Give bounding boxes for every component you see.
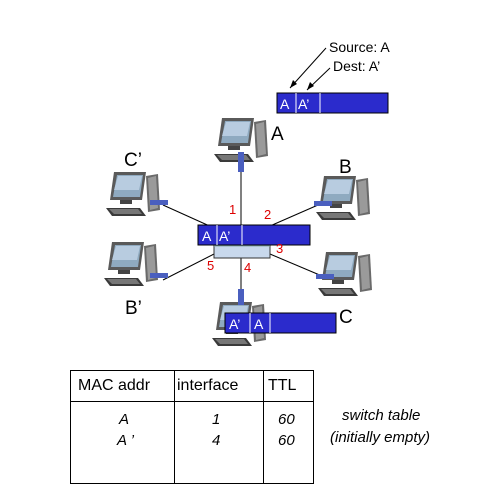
- link-c: [269, 253, 323, 277]
- host-label-a: A: [271, 124, 284, 145]
- dest-arrowhead: [307, 82, 314, 90]
- frame-bottom: [224, 312, 337, 334]
- caption-line1: switch table: [342, 407, 421, 424]
- computer-bprime-icon: [104, 242, 158, 286]
- link-bprime: [162, 253, 215, 281]
- port-label-4: 4: [244, 260, 251, 275]
- source-arrowhead: [290, 80, 297, 88]
- port-label-5: 5: [207, 258, 214, 273]
- link-cprime: [162, 204, 215, 229]
- computer-cprime-icon: [106, 172, 160, 216]
- frame-bottom-dst: A’: [229, 316, 240, 332]
- port-label-1: 1: [229, 202, 236, 217]
- frame-switch: [197, 224, 311, 246]
- frame-top-src: A: [280, 96, 290, 112]
- row2-ttl: 60: [278, 432, 295, 449]
- header-mac: MAC addr: [78, 377, 151, 394]
- dest-annotation: Dest: A’: [333, 58, 380, 74]
- host-label-cprime: C’: [124, 150, 142, 171]
- source-arrow: [289, 47, 327, 89]
- link-b: [269, 204, 319, 227]
- switch-table: MAC addr interface TTL A 1 60 A ’ 4 60: [70, 370, 314, 484]
- column-mac: [71, 371, 175, 483]
- row2-interface: 4: [212, 432, 221, 449]
- source-annotation: Source: A: [329, 39, 390, 55]
- row1-mac: A: [119, 411, 130, 428]
- frame-switch-src: A: [202, 228, 212, 244]
- port-label-3: 3: [276, 241, 283, 256]
- frame-bottom-src: A: [254, 316, 264, 332]
- caption-line2: (initially empty): [330, 429, 431, 446]
- host-label-c: C: [339, 307, 353, 328]
- host-label-bprime: B’: [125, 298, 142, 319]
- frame-top-dst: A’: [298, 96, 309, 112]
- table-header-row: [71, 371, 313, 402]
- port-label-2: 2: [264, 207, 271, 222]
- frame-switch-dst: A’: [219, 228, 230, 244]
- row1-ttl: 60: [278, 411, 295, 428]
- connector-stubs: [150, 152, 334, 305]
- host-label-b: B: [339, 157, 352, 178]
- header-ttl: TTL: [268, 377, 297, 394]
- column-interface: [174, 371, 264, 483]
- frame-top: [276, 92, 389, 114]
- header-interface: interface: [177, 377, 239, 394]
- row1-interface: 1: [212, 411, 221, 428]
- computer-b-icon: [316, 176, 370, 220]
- row2-mac: A ’: [117, 432, 134, 449]
